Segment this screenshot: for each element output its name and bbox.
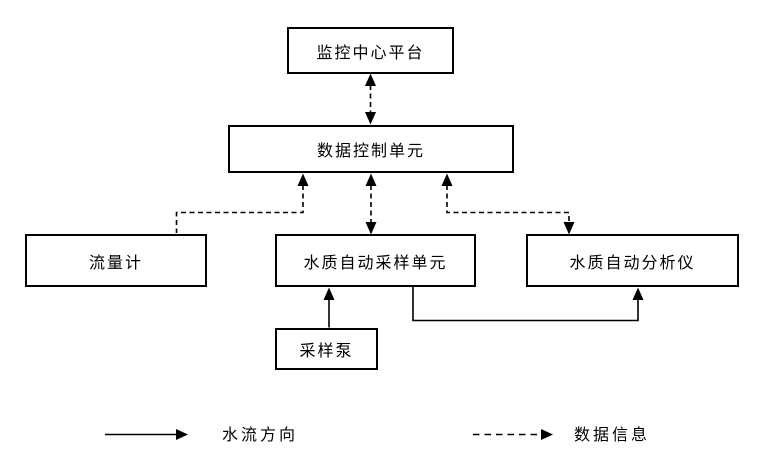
node-monitoring-center-platform: 监控中心平台	[287, 27, 454, 74]
edge-datacontrol-analyzer	[441, 173, 575, 235]
edge-pump-sampling	[323, 287, 335, 328]
node-water-quality-analyzer: 水质自动分析仪	[526, 234, 739, 287]
legend-data-info-label: 数据信息	[574, 425, 651, 444]
legend-water-flow-label: 水流方向	[222, 425, 299, 444]
edge-monitoring-datacontrol	[365, 73, 376, 125]
node-flow-meter: 流量计	[25, 234, 207, 287]
edge-flowmeter-datacontrol	[175, 173, 309, 233]
legend-waterflow-arrow	[105, 429, 188, 440]
edge-datacontrol-sampling	[365, 173, 377, 235]
edge-sampling-analyzer	[412, 287, 644, 322]
legend-datainfo-arrow	[473, 429, 553, 440]
node-sampling-pump: 采样泵	[275, 328, 378, 370]
node-data-control-unit: 数据控制单元	[228, 125, 514, 173]
node-water-quality-sampling-unit: 水质自动采样单元	[275, 234, 476, 287]
